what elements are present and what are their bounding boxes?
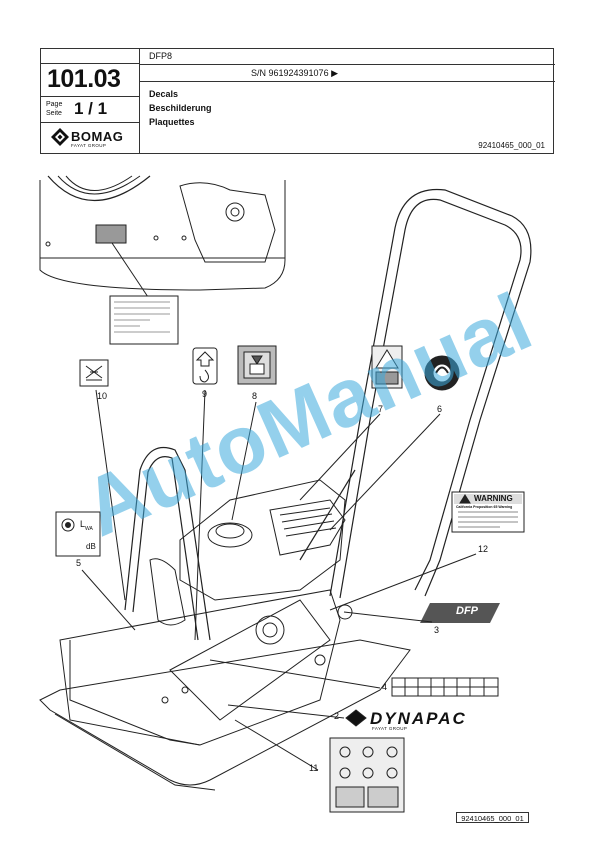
decal-7-read-manual (299, 345, 403, 501)
db-label: dB (86, 542, 96, 551)
page-count-row: Page Seite 1 / 1 (41, 96, 139, 123)
engine-top-inset (39, 175, 286, 301)
callout-12: 12 (478, 544, 489, 554)
bomag-logo: BOMAG FAYAT GROUP (41, 122, 139, 156)
header-left-column (41, 49, 140, 153)
decal-3-dfp (343, 603, 500, 623)
decal-11-instructions (234, 719, 405, 813)
header-blank-cell (41, 49, 139, 64)
decal-2-dynapac (227, 704, 367, 727)
title-fr: Plaquettes (149, 117, 195, 127)
title-de: Beschilderung (149, 103, 212, 113)
callout-8: 8 (252, 391, 258, 401)
callout-5: 5 (76, 558, 82, 568)
document-id: 92410465_000_01 (478, 141, 545, 150)
warning-subtitle: California Proposition 65 Warning (456, 505, 513, 509)
decal-5-sound-power (55, 511, 136, 631)
model-name: DFP8 (149, 51, 173, 61)
header-divider-1 (139, 64, 555, 65)
decal-10-lifting-forbidden (79, 359, 126, 601)
callout-11: 11 (309, 763, 319, 773)
page-label-de: Seite (46, 110, 62, 117)
callout-6: 6 (437, 404, 443, 414)
header-table: 101.03 Page Seite 1 / 1 BOMAG FAYAT GROU… (40, 48, 555, 156)
sound-label: LWA (80, 519, 93, 532)
decal-9-lifting-point (192, 347, 218, 641)
callout-4: 4 (382, 682, 388, 692)
callout-3: 3 (434, 625, 440, 635)
decal-8-fuel (231, 345, 277, 521)
warning-title: WARNING (474, 494, 513, 503)
nameplate-decal (109, 295, 179, 345)
decal-6-ear-protection (329, 355, 460, 531)
callout-2: 2 (334, 711, 340, 721)
callout-9: 9 (202, 389, 208, 399)
decal-12-warning (329, 491, 525, 611)
decal-location-drawing (39, 175, 532, 813)
serial-number: S/N 961924391076 ▶ (251, 68, 338, 78)
page-code: 101.03 (47, 65, 121, 93)
bomag-diamond-icon (51, 128, 69, 146)
dynapac-sub: FAYAT GROUP (372, 726, 408, 731)
page-labels: Page Seite (46, 100, 62, 118)
callout-10: 10 (97, 391, 108, 401)
footer-reference: 92410465_000_01 (456, 812, 529, 823)
page-label-en: Page (46, 101, 63, 108)
frame-rollbar (124, 446, 211, 641)
callout-7: 7 (378, 404, 384, 414)
page-count: 1 / 1 (74, 99, 108, 118)
base-plate (39, 589, 411, 791)
section-titles: Decals Beschilderung Plaquettes (149, 87, 212, 129)
brand-name: BOMAG (71, 129, 124, 144)
engine-body (149, 479, 346, 626)
header-divider-2 (139, 81, 555, 82)
decal-4-grid (209, 659, 499, 697)
title-en: Decals (149, 89, 179, 99)
brand-sub: FAYAT GROUP (71, 143, 107, 148)
dfp-label: DFP (456, 605, 478, 617)
dynapac-logo-text: DYNAPAC (370, 709, 467, 728)
